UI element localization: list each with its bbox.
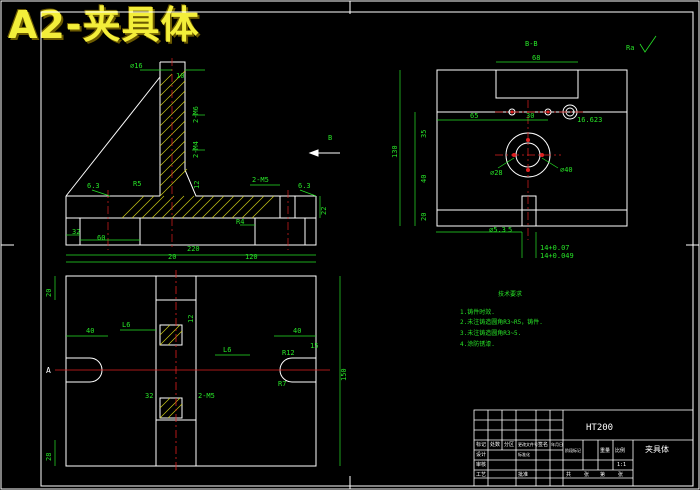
tb-cell-13: 批准 [518, 471, 528, 478]
section-arrow-b [308, 149, 340, 157]
dim-ra-right: 6.3 [298, 182, 311, 190]
dim-r4: R4 [236, 218, 244, 226]
side-dim-lines [399, 61, 578, 258]
dim-h40: 40 [86, 327, 94, 335]
dim-w60: 60 [97, 234, 105, 242]
view-arrow-b-label: B [328, 134, 332, 142]
side-view [436, 69, 628, 227]
dim-h40-side: 40 [420, 175, 428, 183]
dim-d16: ⌀16 [130, 62, 143, 70]
dim-r12: R12 [282, 349, 295, 357]
dim-r15: 15 [310, 342, 318, 350]
tb-cell-16: 第 [600, 471, 605, 478]
drawing-title: A2-夹具体 [8, 3, 200, 47]
tb-cell-8: 阶段标记 [565, 447, 581, 453]
dim-m45: 2-M5 [198, 392, 215, 400]
title-block [473, 409, 694, 487]
tb-cell-0: 标记 [476, 441, 486, 448]
front-section-view [65, 61, 317, 246]
dim-h28: 28 [45, 453, 53, 461]
tb-cell-14: 共 [566, 471, 571, 478]
dim-ra-left: 6.3 [87, 182, 100, 190]
roughness-symbol: Ra [626, 44, 634, 52]
dim-l6: L6 [122, 321, 130, 329]
dim-d12: 12 [187, 315, 195, 323]
roughness-check-icon [639, 35, 657, 53]
view-arrow-a-label: A [46, 366, 51, 375]
part-name-text: 夹具体 [645, 444, 669, 454]
tb-cell-5: 年月日 [551, 441, 563, 447]
dim-h40b: 40 [293, 327, 301, 335]
plan-hatching [159, 324, 183, 419]
section-hatching [121, 70, 275, 219]
note-line-2: 2.未注铸造圆角R3~R5，铸件. [460, 318, 543, 326]
dim-h22: 22 [320, 207, 328, 215]
note-line-1: 1.铸件时效. [460, 308, 495, 316]
dim-d10: 10 [176, 72, 184, 80]
dim-d40: ⌀40 [560, 166, 573, 174]
dim-h130: 130 [391, 145, 399, 158]
dim-h35: 35 [420, 130, 428, 138]
dim-w120: 120 [245, 253, 258, 261]
dim-h20: 20 [45, 289, 53, 297]
dim-m5: 2-M5 [252, 176, 269, 184]
tb-cell-18: 1:1 [617, 462, 626, 468]
dim-m6-mid: 2-M4 [192, 141, 200, 158]
tb-cell-12: 工艺 [476, 472, 486, 478]
dim-h20-side: 20 [420, 213, 428, 221]
tb-cell-3: 更改文件号 [518, 441, 538, 447]
dim-w16: 16.623 [577, 116, 602, 124]
dim-w220: 220 [187, 245, 200, 253]
side-dim-texts: 68 65 30 16.623 35 40 130 20 ⌀28 ⌀40 ⌀5.… [391, 44, 634, 260]
tb-cell-9: 重量 [600, 447, 610, 454]
dim-m6-top: 2-M6 [192, 106, 200, 123]
dim-l6b: L6 [223, 346, 231, 354]
dim-w20: 20 [168, 253, 176, 261]
dim-w30: 30 [526, 112, 534, 120]
dim-d28: ⌀28 [490, 169, 503, 177]
note-line-4: 4.涂防锈漆. [460, 340, 495, 348]
notes-heading: 技术要求 [498, 290, 522, 298]
section-bb-label: B-B [525, 40, 538, 48]
plan-centerlines [55, 270, 330, 470]
plan-dim-texts: 220 20 120 40 40 L6 L6 R12 15 R7 150 20 … [45, 245, 348, 461]
front-dim-texts: ⌀16 10 2-M6 2-M4 12 2-M5 R5 R4 6.3 6.3 3… [72, 62, 328, 242]
dim-r5: R5 [133, 180, 141, 188]
dim-tol-b: 14+0.049 [540, 252, 574, 260]
dim-d12: 12 [193, 181, 201, 189]
tb-cell-4: 签名 [538, 441, 548, 448]
front-dim-lines [66, 69, 321, 241]
dim-r7: R7 [278, 380, 286, 388]
tb-cell-17: 张 [618, 471, 623, 478]
tb-cell-11: 审核 [476, 461, 486, 468]
dim-h150: 150 [340, 368, 348, 381]
dim-d53: ⌀5.3 [489, 226, 506, 234]
plan-view [65, 275, 317, 467]
tb-cell-7: 标准化 [518, 451, 530, 457]
dim-w65: 65 [470, 112, 478, 120]
tb-cell-1: 处数 [490, 441, 500, 448]
tb-cell-15: 张 [584, 471, 589, 478]
material-text: HT200 [586, 423, 613, 433]
dim-w32: 32 [72, 228, 80, 236]
dim-tol: 14+0.07 [540, 244, 570, 252]
plan-dim-lines [54, 254, 341, 466]
dim-d32: 32 [145, 392, 153, 400]
technical-notes: 技术要求 1.铸件时效. 2.未注铸造圆角R3~R5，铸件. 3.未注铸造圆角R… [460, 290, 543, 348]
side-centerlines [495, 100, 585, 240]
tb-cell-6: 设计 [476, 451, 486, 458]
dim-h5: 5 [508, 226, 512, 234]
dim-w68: 68 [532, 54, 540, 62]
tb-cell-10: 比例 [615, 447, 625, 454]
note-line-3: 3.未注铸造圆角R3~5. [460, 329, 521, 337]
tb-cell-2: 分区 [504, 441, 514, 448]
title-block-texts: HT200 夹具体 标记 处数 分区 更改文件号 签名 年月日 设计 标准化 阶… [476, 423, 669, 478]
